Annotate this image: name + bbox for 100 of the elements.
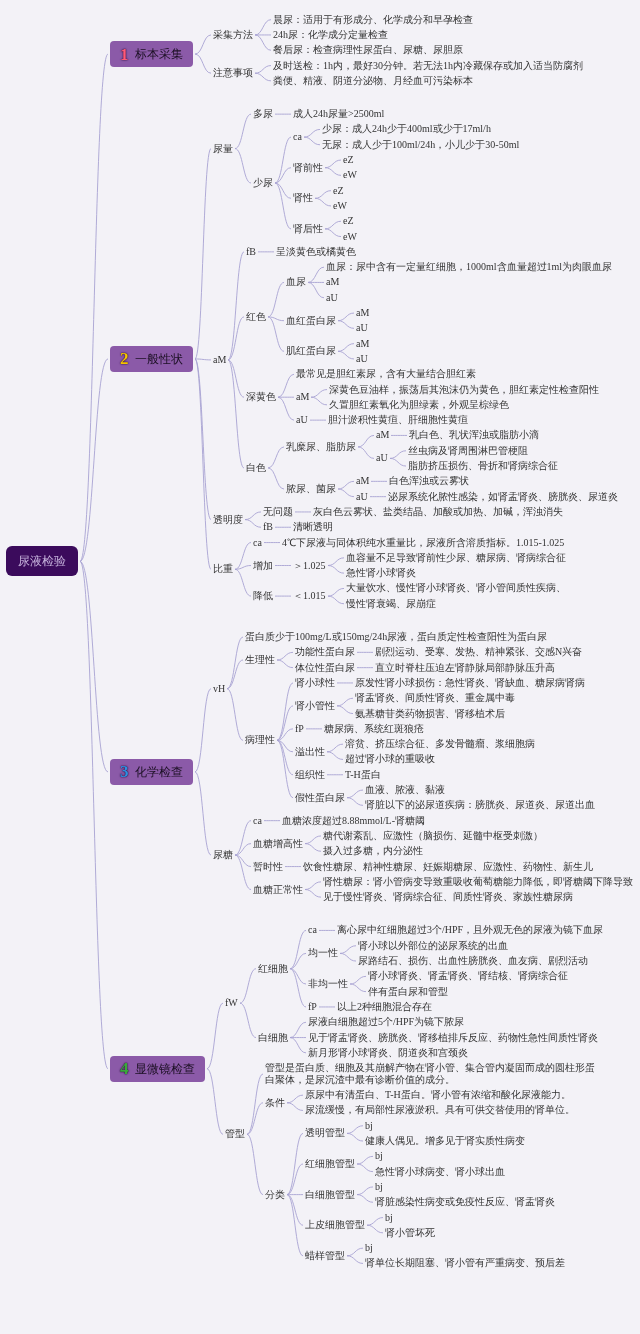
connector-line	[357, 435, 375, 448]
subtopic-label: 生理性	[245, 654, 275, 666]
detail-text: 摄入过多糖，内分泌性	[323, 845, 423, 858]
subtopic-label: 血红蛋白尿	[286, 314, 336, 327]
detail-text: 肾小管坏死	[385, 1226, 435, 1239]
topic-label: 化学检查	[134, 763, 183, 781]
connector-line	[389, 450, 407, 459]
subtopic-label: 上皮细胞管型	[305, 1219, 365, 1232]
subtopic-label: 增加	[253, 559, 273, 572]
connector-line	[239, 968, 257, 1004]
connector-line	[244, 519, 262, 528]
topic-label: 标本采集	[134, 46, 183, 64]
detail-text: 丝虫病及肾周围淋巴管梗阻	[408, 444, 528, 457]
connector-line	[226, 659, 244, 690]
detail-text: 慢性肾衰竭、尿崩症	[346, 597, 436, 610]
root-topic-box: 尿液检验	[6, 546, 78, 577]
subtopic-label: ca	[253, 536, 262, 549]
subtopic-label: ca	[308, 924, 317, 937]
detail-text: 溶贫、挤压综合征、多发骨髓瘤、浆细胞病	[345, 738, 535, 751]
section-number: 4	[120, 1060, 129, 1078]
connector-line	[234, 542, 252, 570]
subtopic-label: 肾前性	[293, 161, 323, 174]
connector-line	[303, 136, 321, 146]
connector-line	[284, 866, 302, 867]
connector-line	[194, 53, 212, 74]
detail-text: 血尿：尿中含有一定量红细胞，1000ml含血量超过1ml为肉眼血尿	[326, 261, 613, 274]
connector-line	[286, 1194, 304, 1257]
connector-line	[324, 228, 342, 237]
connector-line	[346, 1247, 364, 1257]
detail-text: 久置胆红素氧化为胆绿素，外观呈棕绿色	[329, 398, 509, 411]
detail-text: 肾单位长期阻塞、肾小管有严重病变、预后差	[365, 1257, 565, 1270]
connector-line	[254, 34, 272, 51]
subtopic-label: 少尿	[253, 177, 273, 189]
connector-line	[194, 358, 212, 570]
subtopic-label: 非均一性	[308, 978, 348, 990]
connector-line	[346, 797, 364, 806]
detail-text: T-H蛋白	[345, 768, 381, 781]
detail-text: 肾脏感染性病变或免疫性反应、肾盂肾炎	[375, 1196, 555, 1209]
connector-line	[276, 728, 294, 741]
connector-line	[234, 854, 252, 890]
detail-text: eW	[343, 230, 357, 243]
connector-line	[327, 588, 345, 597]
subtopic-label: 肾小球性	[295, 676, 335, 689]
subtopic-label: 条件	[265, 1096, 285, 1109]
detail-text: bj	[375, 1180, 383, 1193]
detail-text: bj	[375, 1150, 383, 1163]
detail-text: 原发性肾小球损伤：急性肾炎、肾缺血、糖尿病肾病	[355, 676, 585, 689]
connector-line	[79, 560, 109, 773]
subtopic-label: 病理性	[245, 734, 275, 747]
connector-line	[357, 446, 375, 459]
subtopic-label: 血糖增高性	[253, 837, 303, 850]
detail-text: 24h尿：化学成分定量检查	[273, 28, 388, 41]
subtopic-label: 假性蛋白尿	[295, 791, 345, 804]
detail-text: 血液、脓液、黏液	[365, 784, 445, 797]
detail-text: 少尿：成人24h少于400ml或少于17ml/h	[322, 123, 491, 136]
connector-line	[349, 983, 367, 993]
connector-line	[346, 789, 364, 799]
connector-line	[366, 1217, 384, 1226]
connector-line	[234, 565, 252, 570]
connector-line	[337, 350, 355, 360]
detail-text: 白色浑浊或云雾状	[389, 475, 469, 488]
connector-line	[276, 705, 294, 741]
connector-line	[390, 435, 408, 436]
detail-text: 蛋白质少于100mg/L或150mg/24h尿液，蛋白质定性检查阳性为蛋白尿	[245, 631, 548, 644]
connector-line	[346, 1132, 364, 1142]
detail-text: 乳白色、乳状浑浊或脂肪小滴	[409, 429, 539, 442]
detail-text: 肾小球以外部位的泌尿系统的出血	[358, 939, 508, 952]
connector-line	[274, 565, 292, 566]
section-number: 3	[120, 763, 129, 781]
connector-line	[327, 595, 345, 605]
subtopic-label: ＜1.015	[293, 590, 326, 603]
connector-line	[274, 182, 292, 230]
branch-topic-box	[110, 41, 193, 68]
connector-line	[326, 751, 344, 760]
detail-text: 新月形肾小球肾炎、阴道炎和宫颈炎	[308, 1046, 468, 1059]
connector-line	[194, 688, 212, 773]
detail-text: 灰白色云雾状、盐类结晶、加酸或加热、加碱，浑浊消失	[313, 505, 563, 518]
connector-line	[304, 843, 322, 852]
connector-line	[370, 480, 388, 482]
connector-line	[257, 251, 275, 253]
connector-line	[79, 358, 109, 562]
detail-text: 健康人偶见。增多见于肾实质性病变	[365, 1135, 525, 1148]
connector-line	[318, 1006, 336, 1008]
subtopic-label: 脓尿、菌尿	[286, 483, 336, 495]
subtopic-label: vH	[213, 682, 226, 695]
subtopic-label: 尿糖	[213, 849, 233, 862]
detail-text: aU	[326, 291, 338, 304]
subtopic-label: 红细胞管型	[305, 1158, 355, 1170]
detail-text: 最常见是胆红素尿，含有大量结合胆红素	[296, 368, 476, 381]
connector-line	[194, 358, 212, 361]
connector-line	[234, 148, 252, 184]
branch-topic-box	[110, 758, 193, 785]
connector-line	[246, 1073, 264, 1135]
subtopic-label: 深黄色	[246, 391, 276, 404]
connector-line	[254, 72, 272, 82]
detail-text: aM	[356, 337, 370, 350]
connector-line	[286, 1132, 304, 1196]
connector-line	[314, 197, 332, 207]
connector-line	[289, 1021, 307, 1038]
detail-text: aU	[356, 322, 368, 335]
